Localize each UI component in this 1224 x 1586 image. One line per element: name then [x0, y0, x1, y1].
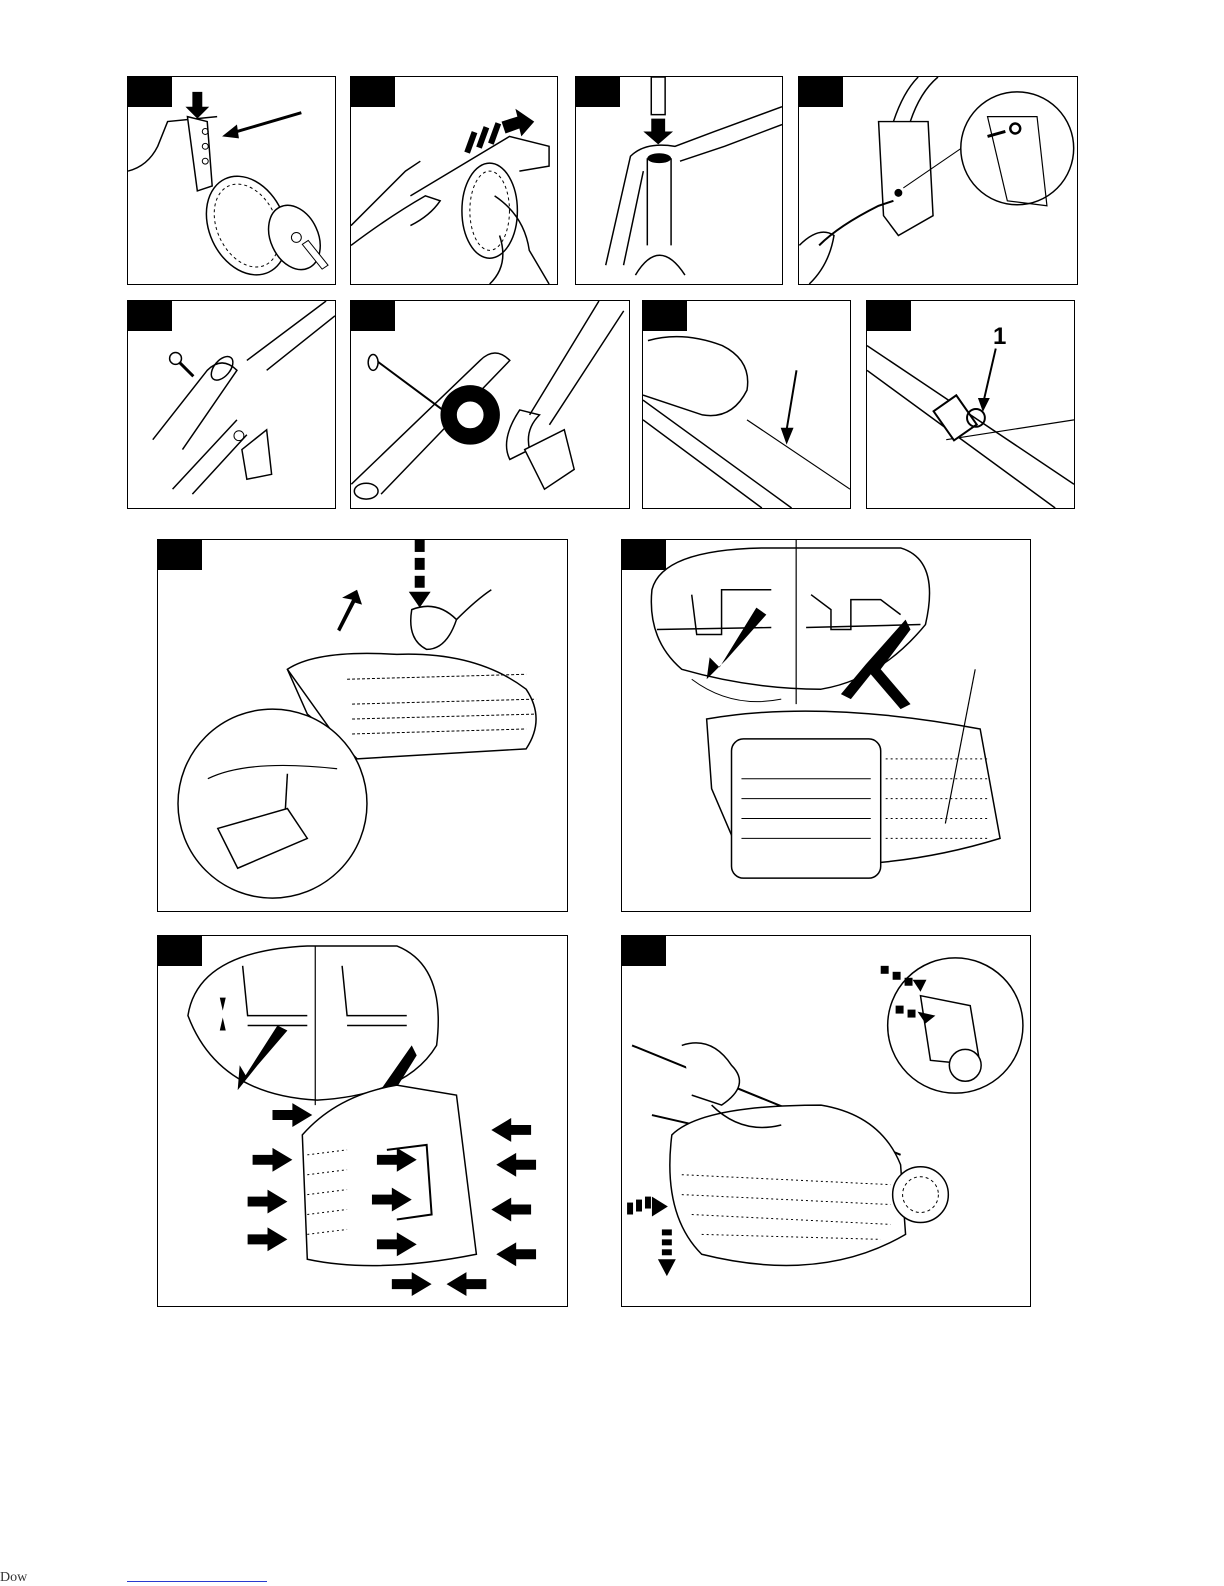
- wheel-push-illustration: [351, 77, 557, 284]
- figure-catcher-assemble: [157, 935, 568, 1307]
- catcher-fit-illustration: [622, 540, 1030, 911]
- catcher-attach-illustration: [622, 936, 1030, 1306]
- handle-knob-illustration: [351, 301, 629, 508]
- figure-handle-screw: [798, 76, 1078, 285]
- handle-insert-illustration: [576, 77, 782, 284]
- bolt-tube-illustration: [128, 301, 335, 508]
- cable-clip-illustration: [867, 301, 1074, 508]
- cable-press-illustration: [643, 301, 850, 508]
- catcher-lid-illustration: [158, 540, 567, 911]
- handle-screw-illustration: [799, 77, 1077, 284]
- figure-bolt-tube: [127, 300, 336, 509]
- figure-wheel-push: [350, 76, 558, 285]
- footer-link-underline[interactable]: [127, 1581, 267, 1582]
- figure-handle-knob: [350, 300, 630, 509]
- wheel-mount-illustration: [128, 77, 335, 284]
- catcher-assemble-illustration: [158, 936, 567, 1306]
- figure-catcher-attach: [621, 935, 1031, 1307]
- figure-catcher-lid: [157, 539, 568, 912]
- figure-cable-press: [642, 300, 851, 509]
- figure-handle-insert: [575, 76, 783, 285]
- figure-wheel-mount: [127, 76, 336, 285]
- figure-cable-clip: 1: [866, 300, 1075, 509]
- figure-catcher-fit: [621, 539, 1031, 912]
